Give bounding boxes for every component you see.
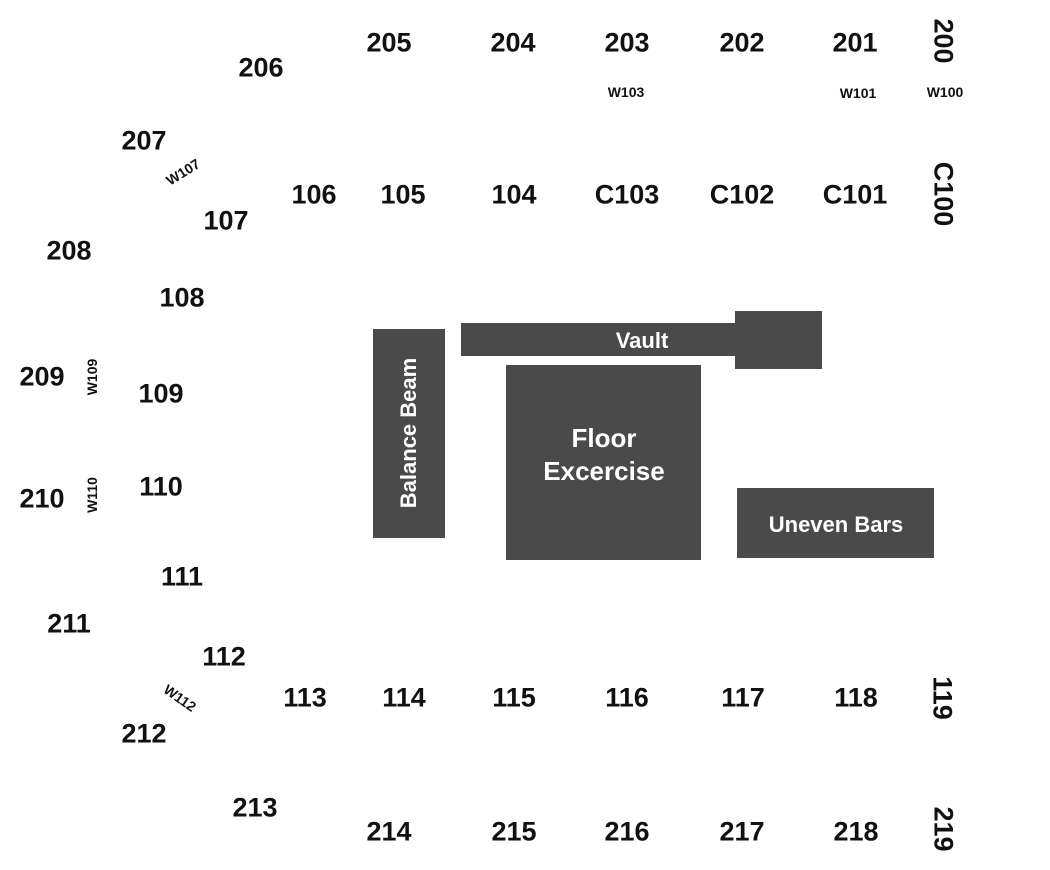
- section-104[interactable]: 104: [491, 179, 537, 210]
- section-209[interactable]: 209: [19, 361, 65, 392]
- floor-exercise-label-line2: Excercise: [543, 456, 665, 486]
- section-200[interactable]: 200: [928, 18, 959, 64]
- vault-runway: [461, 323, 746, 356]
- section-205[interactable]: 205: [366, 27, 412, 58]
- balance-beam-label: Balance Beam: [396, 357, 422, 509]
- section-214[interactable]: 214: [366, 816, 412, 847]
- section-211[interactable]: 211: [47, 608, 91, 639]
- floor-exercise-label-line1: Floor: [571, 422, 637, 453]
- balance-beam: [373, 329, 445, 538]
- section-c101[interactable]: C101: [822, 179, 888, 210]
- section-218[interactable]: 218: [833, 816, 879, 847]
- section-109[interactable]: 109: [138, 378, 184, 409]
- section-216[interactable]: 216: [604, 816, 650, 847]
- section-219[interactable]: 219: [928, 806, 959, 852]
- section-210[interactable]: 210: [19, 483, 65, 514]
- section-217[interactable]: 217: [719, 816, 765, 847]
- uneven-bars-label: Uneven Bars: [768, 512, 904, 538]
- floor-exercise: [506, 365, 701, 560]
- section-201[interactable]: 201: [832, 27, 878, 58]
- vault-label: Vault: [615, 328, 669, 354]
- section-202[interactable]: 202: [719, 27, 765, 58]
- section-212[interactable]: 212: [121, 718, 167, 749]
- section-118[interactable]: 118: [834, 682, 878, 713]
- walkway-w100: W100: [926, 84, 964, 100]
- section-116[interactable]: 116: [605, 682, 649, 713]
- section-207[interactable]: 207: [121, 125, 167, 156]
- walkway-w103: W103: [607, 84, 645, 100]
- section-c103[interactable]: C103: [594, 179, 660, 210]
- section-112[interactable]: 112: [202, 641, 246, 672]
- section-208[interactable]: 208: [46, 235, 92, 266]
- section-110[interactable]: 110: [139, 471, 183, 502]
- section-106[interactable]: 106: [291, 179, 337, 210]
- walkway-w101: W101: [839, 85, 877, 101]
- section-206[interactable]: 206: [238, 52, 284, 83]
- section-113[interactable]: 113: [283, 682, 327, 713]
- section-204[interactable]: 204: [490, 27, 536, 58]
- section-107[interactable]: 107: [203, 205, 249, 236]
- section-213[interactable]: 213: [232, 792, 278, 823]
- walkway-w110: W110: [84, 477, 100, 513]
- section-111[interactable]: 111: [160, 561, 204, 592]
- uneven-bars: [737, 488, 934, 558]
- section-114[interactable]: 114: [382, 682, 426, 713]
- section-115[interactable]: 115: [492, 682, 536, 713]
- floor-exercise-label: Floor Excercise: [543, 422, 664, 488]
- vault-table: [735, 311, 822, 369]
- section-c100[interactable]: C100: [928, 161, 959, 227]
- section-203[interactable]: 203: [604, 27, 650, 58]
- section-105[interactable]: 105: [380, 179, 426, 210]
- walkway-w109: W109: [84, 358, 100, 396]
- walkway-w112: W112: [160, 681, 200, 715]
- section-108[interactable]: 108: [159, 282, 205, 313]
- section-c102[interactable]: C102: [709, 179, 775, 210]
- section-119[interactable]: 119: [927, 676, 958, 720]
- walkway-w107: W107: [163, 155, 203, 189]
- section-117[interactable]: 117: [721, 682, 765, 713]
- section-215[interactable]: 215: [491, 816, 537, 847]
